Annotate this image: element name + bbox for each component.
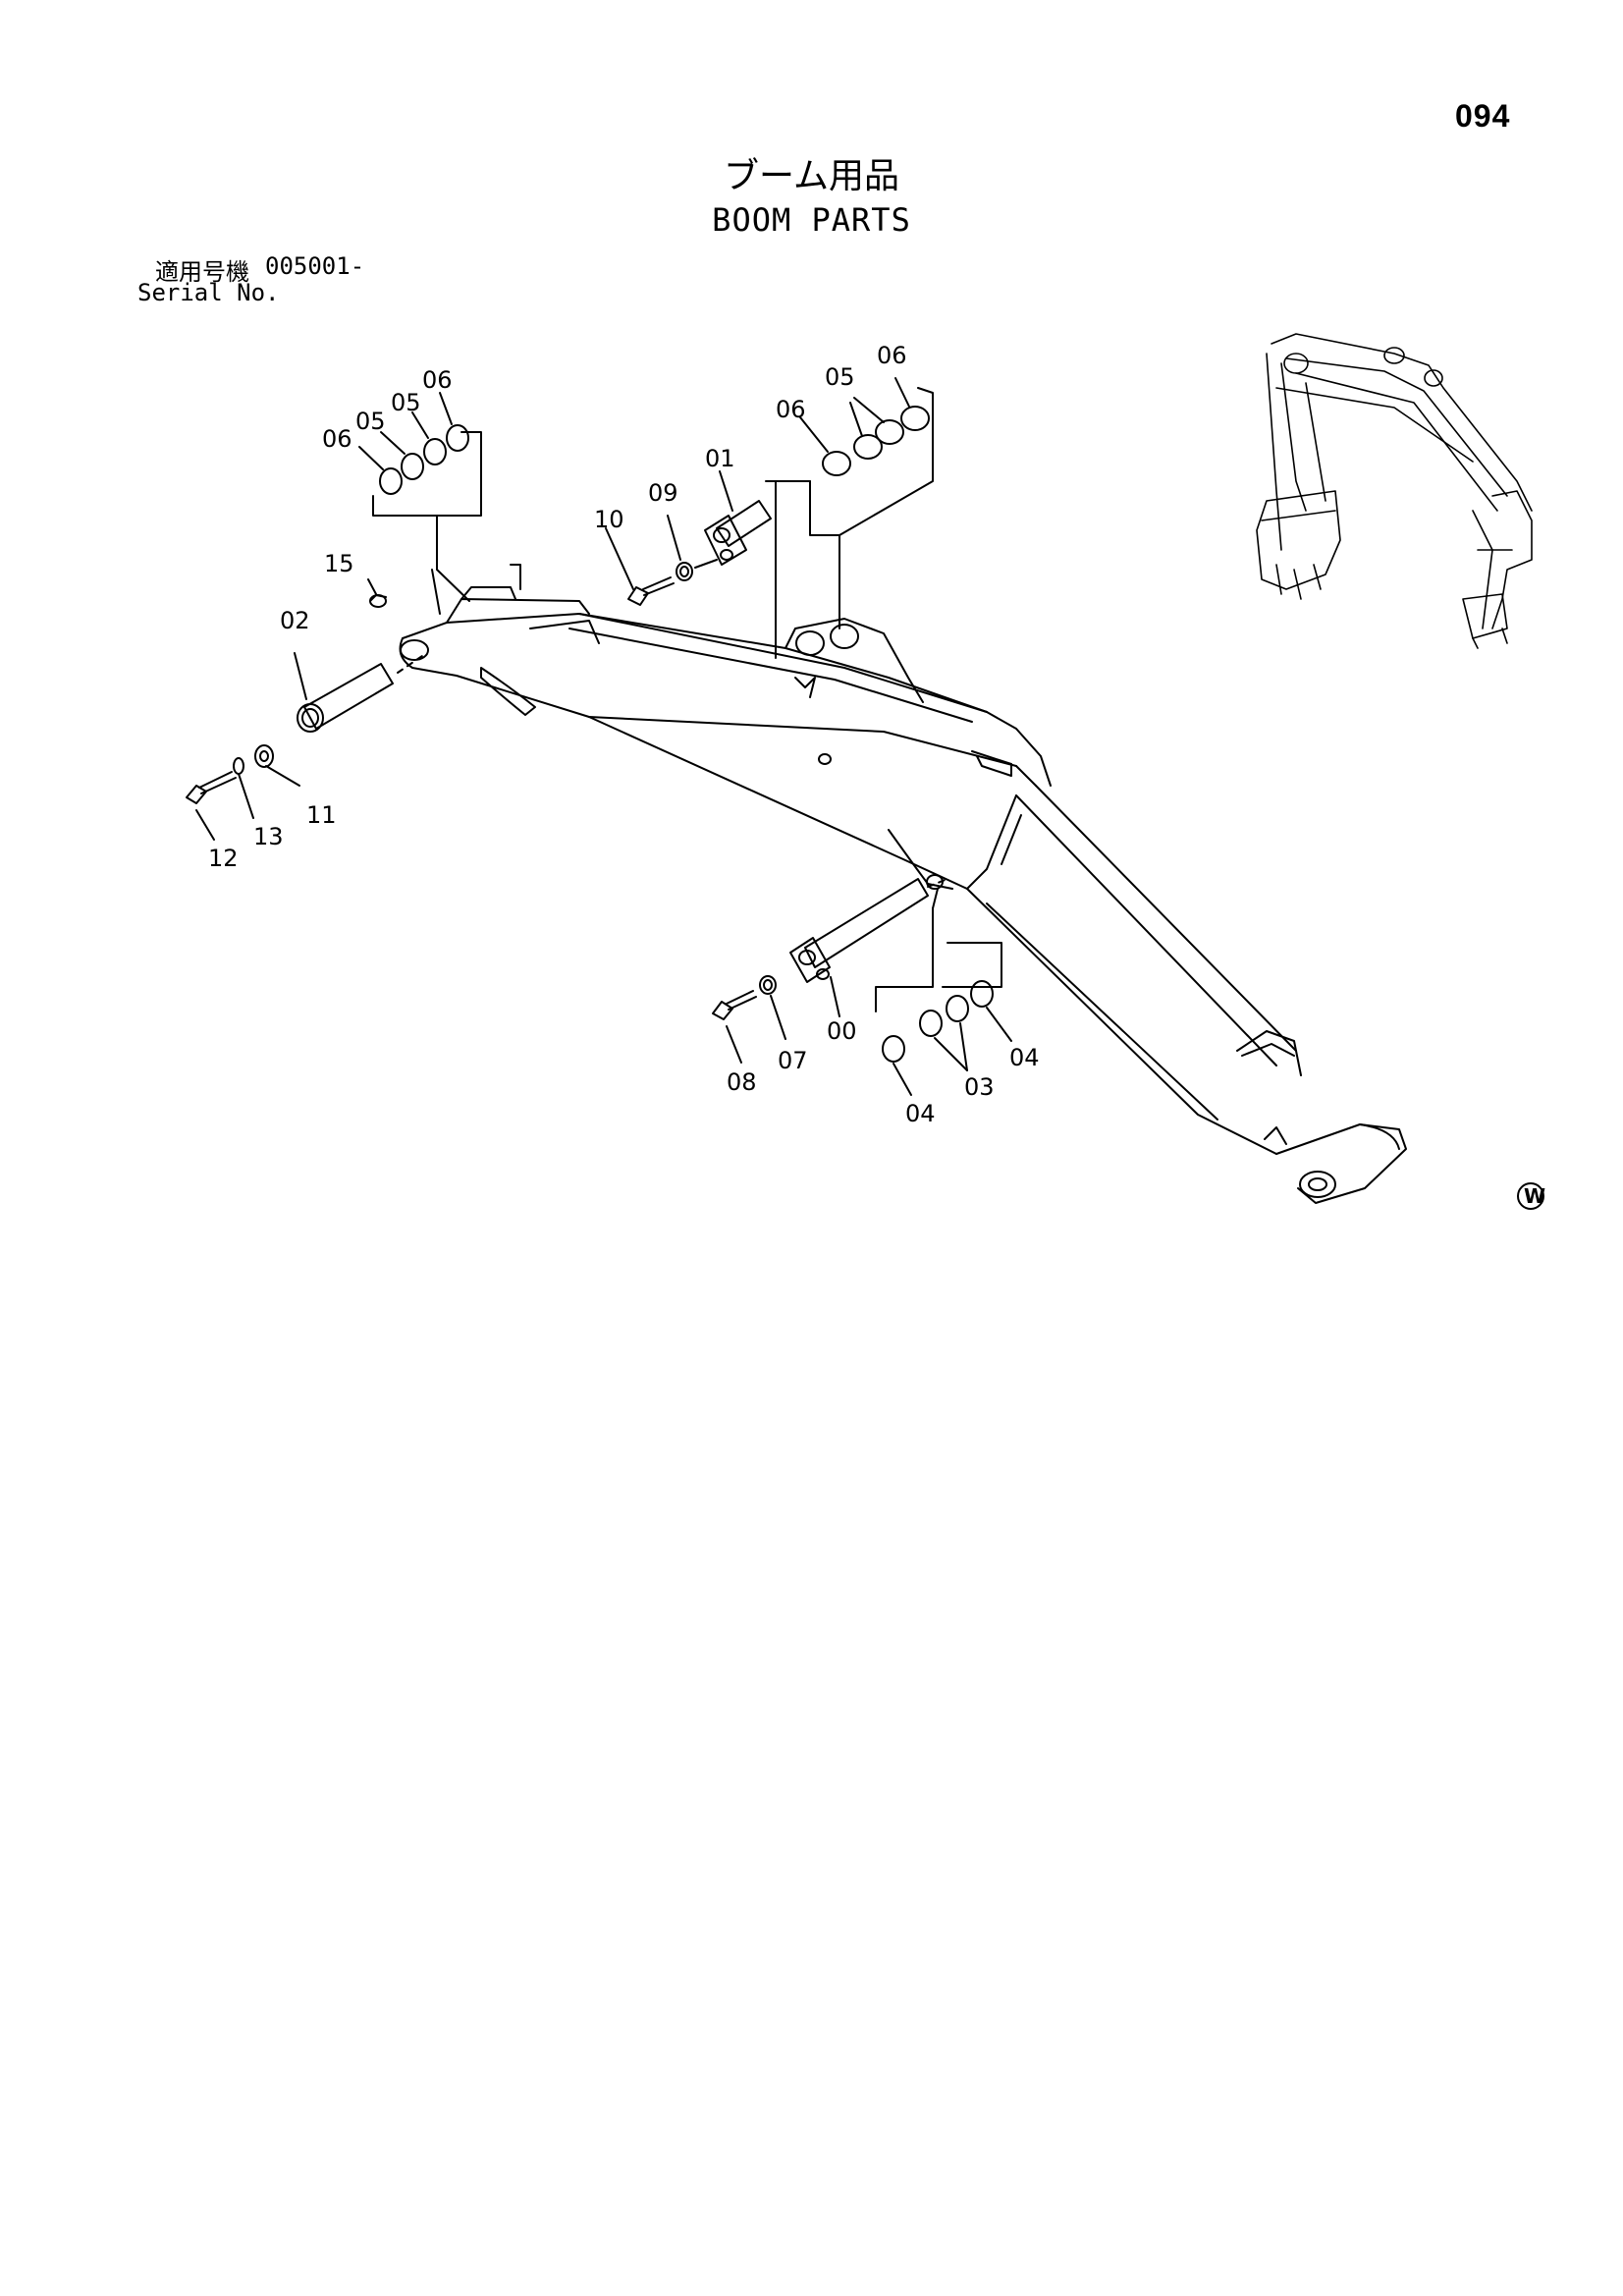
callout-label: 06	[776, 396, 806, 423]
shim-washer	[379, 467, 403, 495]
shim-washer	[423, 438, 447, 465]
callout-label: 11	[306, 801, 337, 829]
callout-label: 13	[253, 823, 284, 850]
page-number: 094	[1455, 98, 1511, 134]
callout-label: 09	[648, 479, 678, 507]
callout-label: 10	[594, 506, 624, 533]
callout-label: 00	[827, 1017, 857, 1045]
callout-label: 06	[877, 342, 907, 369]
callout-label: 06	[322, 425, 352, 453]
shim-washer	[446, 424, 469, 452]
callout-label: 03	[964, 1073, 995, 1101]
excavator-inset-illustration	[1256, 333, 1533, 649]
serial-label-english: Serial No.	[137, 279, 280, 306]
pin-02-assembly	[186, 652, 423, 841]
pin-00-assembly	[712, 878, 948, 1064]
page-title-japanese: ブーム用品	[724, 156, 899, 196]
page-title-english: BOOM PARTS	[712, 201, 911, 239]
callout-label: 05	[825, 363, 855, 391]
top-right-shim-group	[765, 377, 934, 659]
callout-label: 01	[705, 445, 735, 472]
watermark-letter: W	[1524, 1184, 1545, 1208]
callout-label: 02	[280, 607, 310, 634]
shim-washer	[401, 453, 424, 480]
callout-label: 04	[1009, 1044, 1040, 1071]
boom-assembly	[399, 564, 1407, 1204]
callout-label: 04	[905, 1100, 936, 1127]
serial-number-value: 005001-	[265, 252, 365, 280]
callout-label: 08	[727, 1068, 757, 1096]
callout-label: 07	[778, 1047, 808, 1074]
callout-label: 06	[422, 366, 453, 394]
callout-label: 12	[208, 845, 239, 872]
bolt-15	[367, 578, 387, 608]
callout-label: 05	[391, 389, 421, 416]
top-left-shim-group	[358, 392, 482, 615]
lower-shim-group	[875, 888, 1012, 1096]
serial-label-japanese: 適用号機	[155, 258, 249, 286]
pin-01-assembly	[605, 470, 772, 606]
callout-label: 05	[355, 408, 386, 435]
callout-label: 15	[324, 550, 354, 577]
watermark-circle	[1517, 1182, 1544, 1210]
